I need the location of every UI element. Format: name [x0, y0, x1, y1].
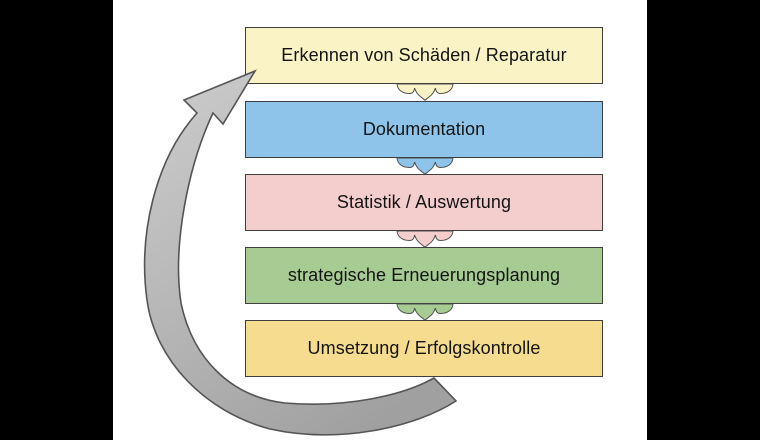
down-arrow-shape: [396, 231, 454, 248]
down-arrow-shape: [396, 158, 454, 175]
down-arrow-shape: [396, 304, 454, 321]
step-label: Dokumentation: [362, 119, 486, 139]
step-box-erkennen: Erkennen von Schäden / Reparatur: [245, 27, 603, 84]
down-arrow-connector-3: [396, 231, 454, 248]
down-arrow-connector-2: [396, 158, 454, 175]
down-arrow-connector-4: [396, 304, 454, 321]
step-label: Statistik / Auswertung: [336, 192, 512, 212]
step-box-statistik: Statistik / Auswertung: [245, 174, 603, 231]
step-box-erneuerungsplanung: strategische Erneuerungsplanung: [245, 247, 603, 304]
down-arrow-connector-1: [396, 84, 454, 101]
step-label: strategische Erneuerungsplanung: [287, 265, 561, 285]
step-label: Umsetzung / Erfolgskontrolle: [307, 338, 541, 358]
diagram-panel: Erkennen von Schäden / Reparatur Dokumen…: [113, 0, 647, 440]
step-label: Erkennen von Schäden / Reparatur: [281, 45, 567, 65]
step-box-dokumentation: Dokumentation: [245, 101, 603, 158]
down-arrow-shape: [396, 84, 454, 101]
step-box-umsetzung: Umsetzung / Erfolgskontrolle: [245, 320, 603, 377]
